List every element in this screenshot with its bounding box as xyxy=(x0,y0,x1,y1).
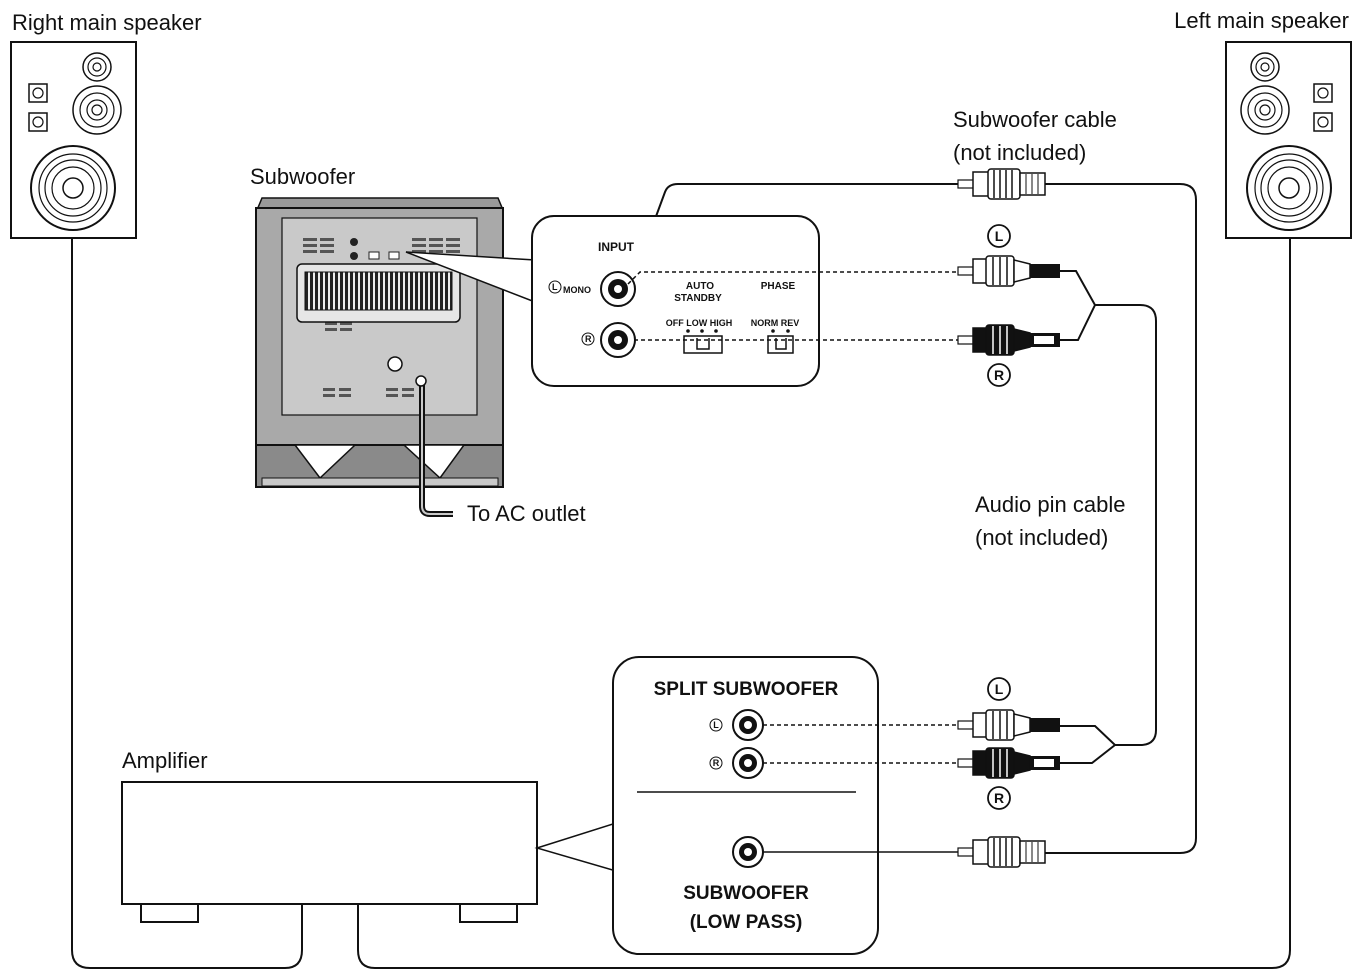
subwoofer-cable-plug-top xyxy=(957,168,1046,200)
ac-outlet-label: To AC outlet xyxy=(467,501,586,526)
subwoofer-cable-label-1: Subwoofer cable xyxy=(953,107,1117,132)
amplifier-label: Amplifier xyxy=(122,748,208,773)
amplifier-callout xyxy=(534,821,617,872)
auto-standby-label-2: STANDBY xyxy=(674,293,722,304)
subwoofer-cable-plug-bottom xyxy=(957,836,1046,868)
plug-mark-amp-r: R xyxy=(994,790,1004,806)
right-main-speaker xyxy=(10,41,137,239)
left-speaker-label: Left main speaker xyxy=(1174,8,1349,33)
right-speaker-label: Right main speaker xyxy=(12,10,202,35)
input-label: INPUT xyxy=(598,240,635,254)
amplifier-unit xyxy=(121,781,538,923)
auto-standby-label-1: AUTO xyxy=(686,281,714,292)
audio-plug-amp-r xyxy=(957,747,1060,779)
audio-pin-cable-line xyxy=(1060,270,1157,764)
subwoofer-cable-label-2: (not included) xyxy=(953,140,1086,165)
split-l-mark: L xyxy=(713,720,719,730)
left-speaker-cable xyxy=(357,238,1291,969)
mono-l-mark: L xyxy=(552,282,558,292)
audio-plug-sub-l xyxy=(957,255,1060,287)
left-main-speaker xyxy=(1225,41,1352,239)
subwoofer-cable-line xyxy=(629,183,958,288)
audio-pin-cable-label-1: Audio pin cable xyxy=(975,492,1125,517)
sub-l-dashed-line xyxy=(627,271,962,285)
right-speaker-cable xyxy=(71,238,303,969)
audio-plug-amp-l xyxy=(957,709,1060,741)
standby-options-label: OFF LOW HIGH xyxy=(666,318,733,328)
subwoofer-input-panel xyxy=(531,215,820,387)
plug-mark-sub-r: R xyxy=(994,367,1004,383)
plug-mark-amp-l: L xyxy=(995,681,1004,697)
phase-label: PHASE xyxy=(761,281,796,292)
split-subwoofer-title: SPLIT SUBWOOFER xyxy=(654,679,839,700)
split-r-mark: R xyxy=(713,758,720,768)
amplifier-output-panel xyxy=(612,656,879,955)
plug-marker-circles xyxy=(987,224,1011,810)
subwoofer-cable-long-run xyxy=(1045,183,1197,854)
input-r-mark: R xyxy=(585,334,592,344)
phase-options-label: NORM REV xyxy=(751,318,800,328)
subwoofer-unit xyxy=(255,197,505,488)
subwoofer-label: Subwoofer xyxy=(250,164,355,189)
low-pass-label-2: (LOW PASS) xyxy=(690,912,803,933)
audio-plug-sub-r xyxy=(957,324,1060,356)
low-pass-label-1: SUBWOOFER xyxy=(683,883,809,904)
mono-label: MONO xyxy=(563,285,591,295)
audio-pin-cable-label-2: (not included) xyxy=(975,525,1108,550)
plug-mark-sub-l: L xyxy=(995,228,1004,244)
